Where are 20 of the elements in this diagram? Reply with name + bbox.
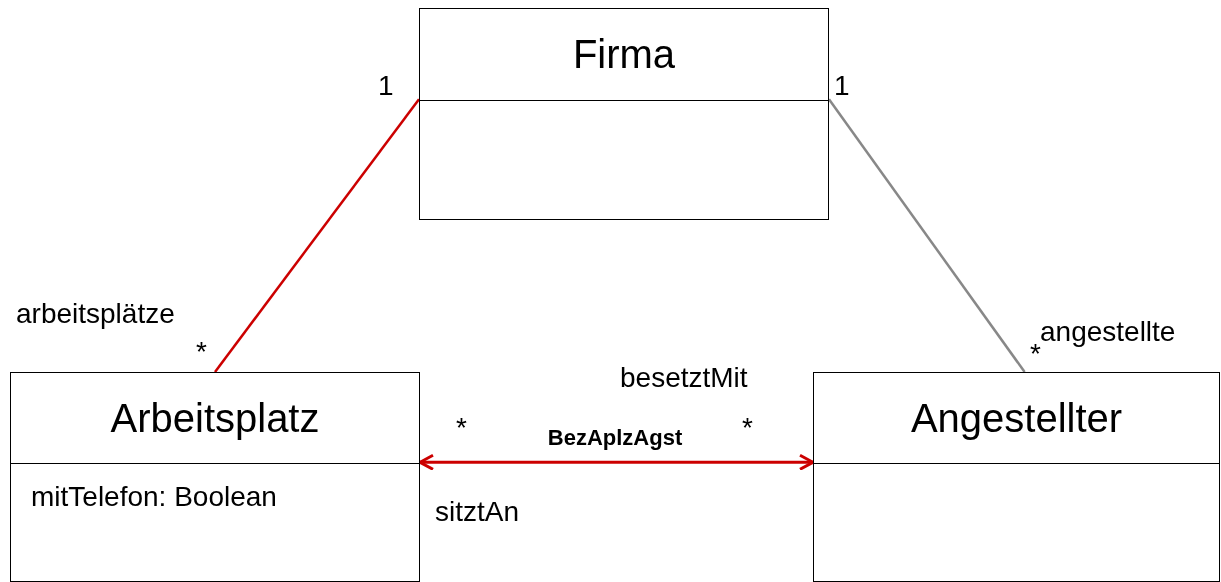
- class-name: Arbeitsplatz: [110, 395, 320, 441]
- class-box: [10, 372, 420, 582]
- association-arrow: [418, 453, 815, 471]
- class-name: Firma: [572, 32, 676, 77]
- multiplicity: *: [1030, 340, 1041, 368]
- role-name: sitztAn: [435, 498, 520, 526]
- class-box: [419, 8, 829, 220]
- role-name: angestellte: [1040, 318, 1176, 346]
- class-box: [813, 372, 1220, 582]
- multiplicity: 1: [378, 72, 394, 100]
- attribute-text: mitTelefon: Boolean: [31, 481, 277, 513]
- class-name: Angestellter: [910, 395, 1123, 441]
- association-line: [214, 98, 420, 373]
- multiplicity: *: [742, 414, 753, 442]
- role-name: besetztMit: [620, 364, 748, 392]
- multiplicity: *: [196, 338, 207, 366]
- multiplicity: *: [456, 414, 467, 442]
- role-name: arbeitsplätze: [16, 300, 175, 328]
- association-line: [828, 98, 1026, 373]
- multiplicity: 1: [834, 72, 850, 100]
